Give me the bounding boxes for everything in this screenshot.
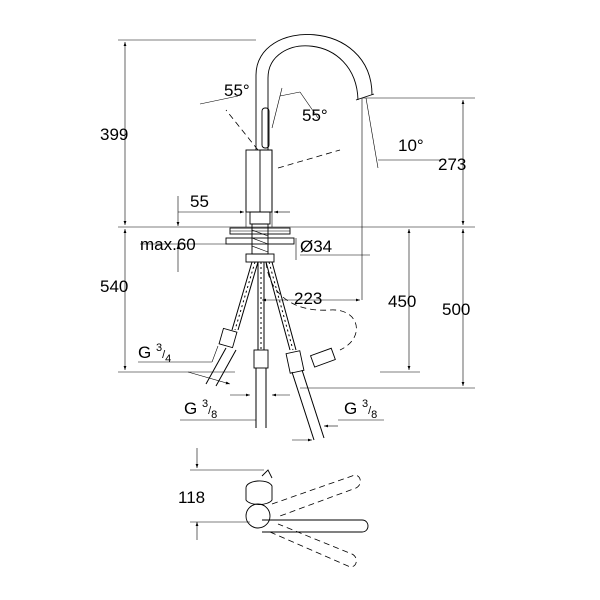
faucet-top-view xyxy=(190,448,369,568)
label-angle-10: 10° xyxy=(398,136,424,155)
label-500: 500 xyxy=(442,300,470,319)
hose-left xyxy=(231,261,253,331)
label-55: 55 xyxy=(190,192,209,211)
label-540: 540 xyxy=(100,277,128,296)
label-thread-g38-right: G 3/8 xyxy=(344,398,377,421)
pullout-hose-dashed xyxy=(265,261,357,351)
supply-hoses xyxy=(205,261,357,441)
label-223: 223 xyxy=(294,289,322,308)
spout-tip xyxy=(355,93,375,101)
dimension-labels: 399 55° 55° 10° 273 55 max.60 Ø34 540 22… xyxy=(100,81,470,507)
label-450: 450 xyxy=(388,292,416,311)
label-118: 118 xyxy=(178,488,205,507)
faucet-side-view xyxy=(225,34,375,263)
label-max60: max.60 xyxy=(140,235,196,254)
spout-outer-curve xyxy=(255,34,373,150)
lever-swing-right xyxy=(277,149,341,169)
label-angle-55-right: 55° xyxy=(302,106,328,125)
label-diameter-34: Ø34 xyxy=(300,237,332,256)
top-view-spout-swing-up xyxy=(271,474,361,517)
top-view-spout-swing-down xyxy=(269,523,357,568)
spout-inner-curve xyxy=(267,45,359,150)
top-view-spout xyxy=(262,519,369,533)
label-thread-g34: G 3/4 xyxy=(138,342,171,365)
label-thread-g38-left: G 3/8 xyxy=(184,398,217,421)
top-view-body xyxy=(245,480,273,505)
label-angle-55-left: 55° xyxy=(224,81,250,100)
faucet-body xyxy=(245,149,273,213)
label-399: 399 xyxy=(100,125,128,144)
dimension-lines xyxy=(118,39,475,442)
lever-swing-left xyxy=(225,109,259,151)
lever-handle xyxy=(261,107,270,149)
hose-left-fitting xyxy=(218,327,238,349)
label-273: 273 xyxy=(438,155,466,174)
hose-right xyxy=(265,261,291,351)
hose-weight xyxy=(309,347,336,368)
